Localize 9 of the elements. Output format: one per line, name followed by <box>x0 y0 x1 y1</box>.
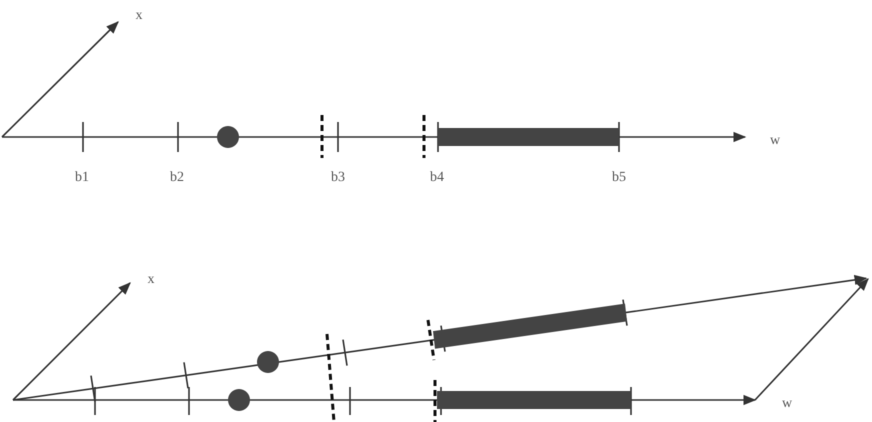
tick-label: b3 <box>331 171 345 185</box>
tick-label: b4 <box>430 171 444 185</box>
axis-label: w <box>782 397 792 411</box>
axis-label: x <box>148 273 154 287</box>
axis-label: w <box>770 134 780 148</box>
tick-label: b2 <box>170 171 184 185</box>
tick-label: b5 <box>612 171 626 185</box>
axis-label: x <box>136 9 142 23</box>
tick-label: b1 <box>75 171 89 185</box>
